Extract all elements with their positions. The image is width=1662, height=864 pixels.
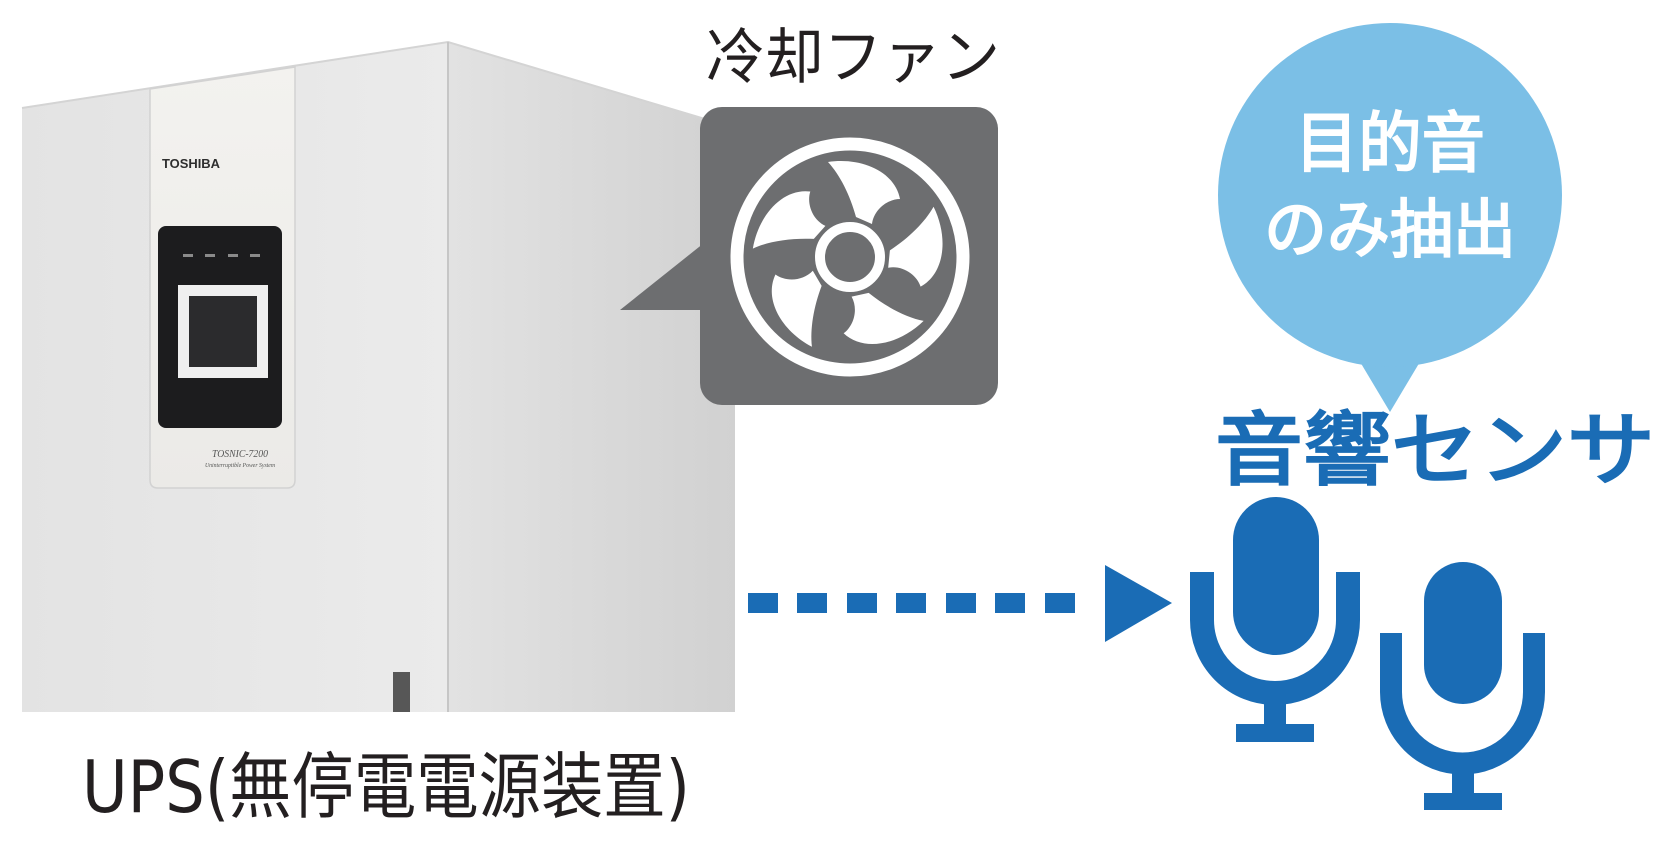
mic-stem [1264,700,1286,730]
ups-side-face [448,42,735,712]
arrow-dash [748,593,778,613]
fan-blade [771,270,822,347]
mic-base [1236,724,1314,742]
fan-blade [828,161,900,224]
status-led [205,254,215,257]
bubble-circle [1218,23,1562,367]
fan-ring [730,137,970,377]
mic-base [1424,793,1502,810]
ups-model-name: TOSNIC-7200 [212,448,268,460]
ups-model-subtitle: Uninterruptible Power System [205,463,276,469]
arrow-dash [946,593,976,613]
microphone-icon [1190,497,1360,742]
ups-status-leds [183,254,260,257]
arrow-head [1105,565,1172,642]
fan-hub [815,222,885,292]
mic-stem [1452,768,1474,798]
ups-screen [189,296,257,367]
arrow-dash [995,593,1025,613]
bubble-line-1: 目的音 [1295,105,1485,182]
fan-label: 冷却ファン [706,23,1000,93]
fan-blade [752,191,826,249]
fan-blade [843,292,924,345]
bubble-line-2: のみ抽出 [1264,194,1516,268]
status-led [228,254,238,257]
speech-bubble: 目的音 のみ抽出 [1218,23,1562,412]
mic-capsule [1424,562,1502,704]
fan-callout: 冷却ファン [620,23,1000,405]
mic-capsule [1233,497,1319,655]
status-led [183,254,193,257]
ups-brand-logo: TOSHIBA [162,156,221,171]
ups-door-handle [393,672,410,712]
ups-label: UPS(無停電電源装置) [82,745,690,829]
fan-icon [730,137,970,377]
microphone-icon [1380,562,1545,810]
ups-cabinet: TOSHIBA TOSNIC-7200 Uninterruptible Powe… [21,40,736,712]
arrow-dash [847,593,877,613]
mic-holder [1190,572,1360,705]
fan-blade [888,206,943,287]
status-led [250,254,260,257]
sensor-label: 音響センサ [1215,404,1655,497]
arrow-right-icon [748,565,1172,642]
mic-holder [1380,633,1545,775]
callout-pointer [620,243,704,310]
arrow-dash [1045,593,1075,613]
arrow-dash [896,593,926,613]
arrow-dash [797,593,827,613]
fan-blades [752,161,943,347]
